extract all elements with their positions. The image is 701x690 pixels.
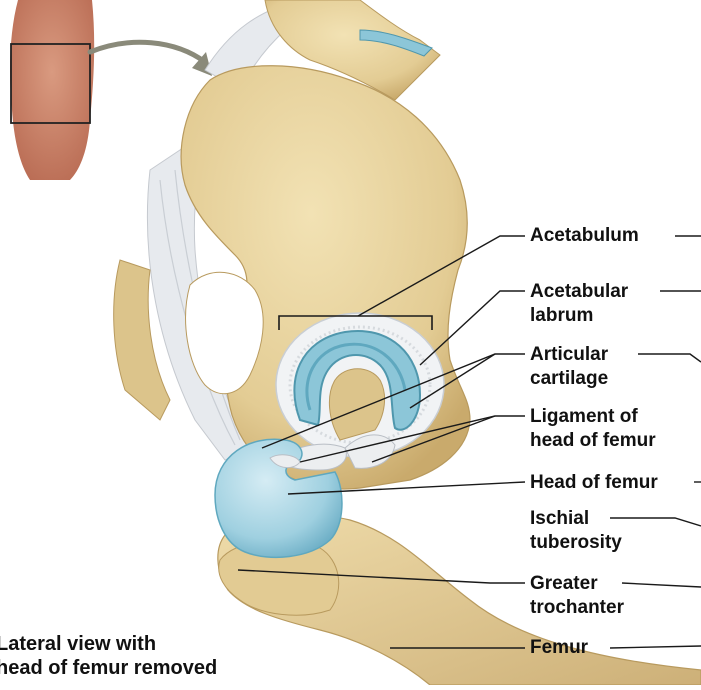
pointer-arrow [90, 42, 212, 76]
label-head-of-femur: Head of femur [530, 472, 658, 494]
label-articular-cartilage-line1: Articular [530, 344, 608, 366]
label-greater-trochanter-line2: trochanter [530, 597, 624, 619]
label-femur: Femur [530, 637, 588, 659]
label-articular-cartilage-line2: cartilage [530, 368, 608, 390]
label-ligament-line1: Ligament of [530, 406, 638, 428]
articular-cartilage [294, 331, 420, 440]
label-ligament-line2: head of femur [530, 430, 656, 452]
label-greater-trochanter-line1: Greater [530, 573, 598, 595]
leader-cartilage-right [638, 354, 701, 362]
body-thumbnail [10, 0, 94, 180]
label-acetabulum: Acetabulum [530, 225, 639, 247]
label-ischial-tuberosity-line1: Ischial [530, 508, 589, 530]
caption-line1: Lateral view with [0, 632, 156, 656]
label-ischial-tuberosity-line2: tuberosity [530, 532, 622, 554]
caption-line2: head of femur removed [0, 656, 217, 680]
leader-ischial-right [610, 518, 701, 526]
label-acetabular-labrum-line2: labrum [530, 305, 593, 327]
leader-trochanter-right [622, 583, 701, 587]
label-acetabular-labrum-line1: Acetabular [530, 281, 628, 303]
leader-femur-right [610, 646, 701, 648]
